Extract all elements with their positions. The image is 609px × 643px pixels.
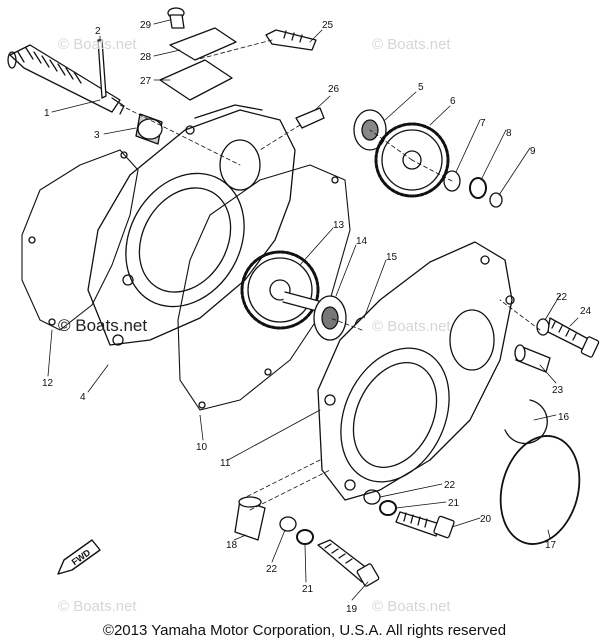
watermark-top-left: © Boats.net bbox=[58, 36, 137, 53]
callout-21b: 21 bbox=[302, 584, 314, 595]
part-8-washer bbox=[469, 177, 487, 199]
callout-23: 23 bbox=[552, 385, 564, 396]
callout-16: 16 bbox=[558, 412, 570, 423]
part-22-washer-lower bbox=[279, 516, 297, 532]
part-17-oring bbox=[499, 435, 581, 545]
part-22-washer bbox=[536, 318, 550, 336]
part-12-gasket bbox=[21, 149, 139, 331]
callout-20: 20 bbox=[480, 514, 492, 525]
callout-29: 29 bbox=[140, 20, 152, 31]
callout-3: 3 bbox=[94, 130, 100, 141]
callout-17: 17 bbox=[545, 540, 557, 551]
part-29-screw bbox=[167, 7, 185, 29]
callout-14: 14 bbox=[356, 236, 368, 247]
callout-22b: 22 bbox=[556, 292, 568, 303]
callout-24: 24 bbox=[580, 306, 592, 317]
part-13-gear bbox=[240, 250, 331, 330]
part-11-cover bbox=[317, 241, 515, 501]
callout-27: 27 bbox=[140, 76, 152, 87]
part-3-bushing bbox=[135, 113, 163, 145]
callout-1: 1 bbox=[44, 108, 50, 119]
callout-21a: 21 bbox=[448, 498, 460, 509]
watermark-mid-right: © Boats.net bbox=[372, 318, 451, 335]
part-4-gear-case bbox=[87, 104, 296, 346]
part-7-washer bbox=[443, 170, 461, 192]
copyright-notice: ©2013 Yamaha Motor Corporation, U.S.A. A… bbox=[102, 622, 507, 639]
part-21-washer-mid bbox=[379, 500, 397, 516]
callout-11: 11 bbox=[220, 458, 231, 469]
callout-28: 28 bbox=[140, 52, 152, 63]
part-28-plate bbox=[169, 27, 237, 61]
callout-25: 25 bbox=[322, 20, 334, 31]
callout-12: 12 bbox=[42, 378, 54, 389]
callout-18: 18 bbox=[226, 540, 238, 551]
part-27-gasket bbox=[159, 59, 233, 101]
part-2-pin bbox=[97, 39, 107, 99]
watermark-top-right: © Boats.net bbox=[372, 36, 451, 53]
part-21-washer-lower bbox=[296, 529, 314, 545]
callout-19: 19 bbox=[346, 604, 358, 615]
part-25-bolt bbox=[265, 29, 317, 51]
watermark-bottom-right: © Boats.net bbox=[372, 598, 451, 615]
callout-9: 9 bbox=[530, 146, 536, 157]
callout-2: 2 bbox=[95, 26, 101, 37]
callout-6: 6 bbox=[450, 96, 456, 107]
callout-15: 15 bbox=[386, 252, 398, 263]
callout-7: 7 bbox=[480, 118, 486, 129]
callout-13: 13 bbox=[333, 220, 345, 231]
watermark-bottom-left: © Boats.net bbox=[58, 598, 137, 615]
callout-5: 5 bbox=[418, 82, 424, 93]
part-1-worm-shaft bbox=[7, 44, 125, 115]
callout-22c: 22 bbox=[266, 564, 278, 575]
callout-10: 10 bbox=[196, 442, 208, 453]
watermark-mid-left: © Boats.net bbox=[58, 316, 148, 335]
callout-4: 4 bbox=[80, 392, 86, 403]
part-9-clip bbox=[489, 192, 503, 208]
callout-8: 8 bbox=[506, 128, 512, 139]
fwd-arrow bbox=[57, 539, 101, 575]
callout-22a: 22 bbox=[444, 480, 456, 491]
part-10-gasket bbox=[177, 164, 351, 411]
callout-26: 26 bbox=[328, 84, 340, 95]
part-14-bearing bbox=[313, 295, 347, 341]
